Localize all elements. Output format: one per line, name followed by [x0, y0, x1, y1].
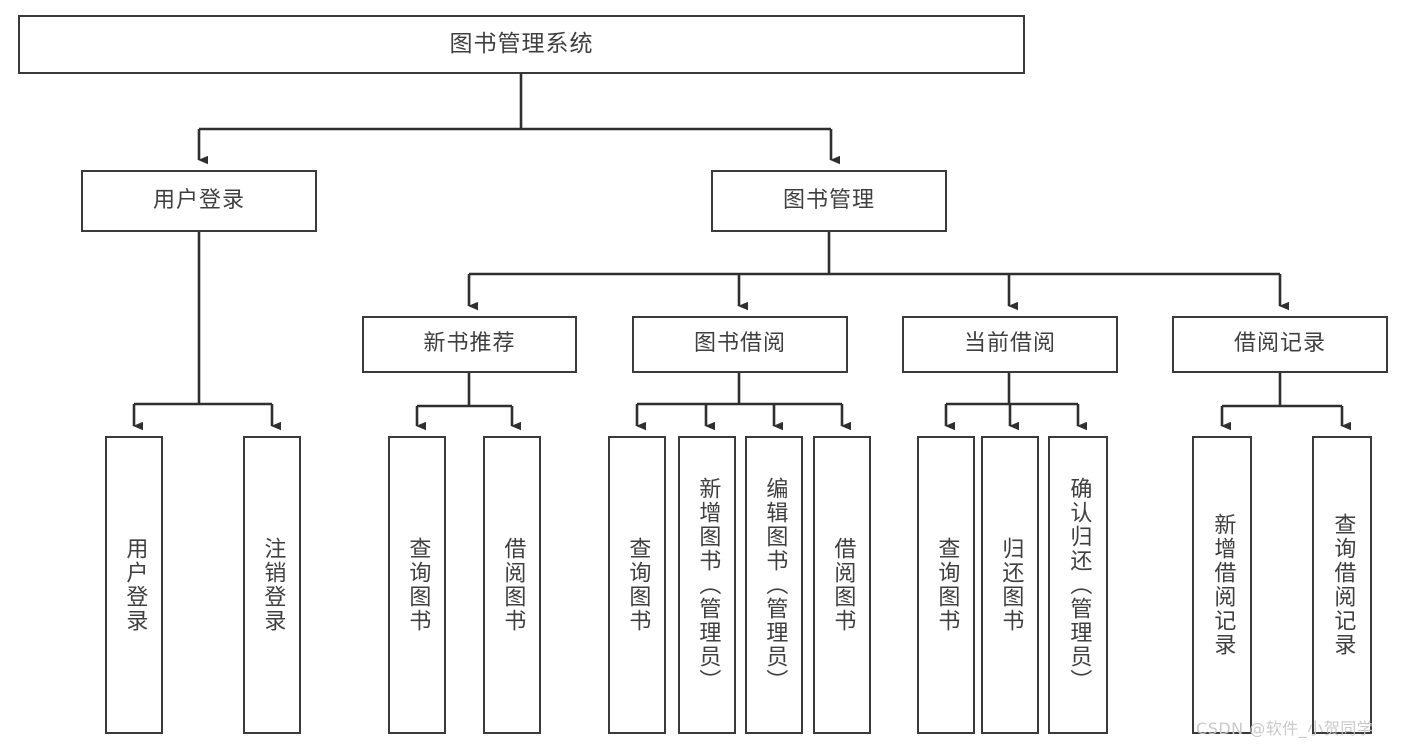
node-current-borrow-label: 当前借阅 [963, 331, 1056, 357]
leaf-confirm-return-admin-label: 确认归还（管理员） [1066, 477, 1092, 693]
node-current-borrow[interactable]: 当前借阅 [902, 316, 1118, 373]
leaf-borrow-query[interactable]: 查询图书 [608, 436, 666, 734]
leaf-borrow-book[interactable]: 借阅图书 [813, 436, 871, 734]
node-book-management[interactable]: 图书管理 [711, 170, 947, 232]
leaf-query-borrow-record-label: 查询借阅记录 [1330, 513, 1356, 657]
leaf-borrow-query-label: 查询图书 [625, 537, 651, 633]
node-new-book-recommend-label: 新书推荐 [423, 331, 516, 357]
leaf-new-book-borrow-label: 借阅图书 [500, 537, 526, 633]
leaf-return-book-label: 归还图书 [998, 537, 1024, 633]
leaf-edit-book-admin-label: 编辑图书（管理员） [762, 477, 788, 693]
node-root[interactable]: 图书管理系统 [18, 15, 1025, 74]
leaf-confirm-return-admin[interactable]: 确认归还（管理员） [1048, 436, 1108, 734]
leaf-new-book-query[interactable]: 查询图书 [388, 436, 446, 734]
leaf-logout-label: 注销登录 [260, 537, 286, 633]
node-new-book-recommend[interactable]: 新书推荐 [362, 316, 577, 373]
leaf-user-login[interactable]: 用户登录 [105, 436, 163, 734]
node-borrow-record[interactable]: 借阅记录 [1172, 316, 1388, 373]
leaf-new-book-borrow[interactable]: 借阅图书 [483, 436, 541, 734]
watermark: CSDN @软件_小贺同学 [1196, 719, 1374, 738]
leaf-return-book[interactable]: 归还图书 [981, 436, 1039, 734]
node-user-login-label: 用户登录 [152, 187, 245, 213]
leaf-current-query-label: 查询图书 [934, 537, 960, 633]
leaf-add-book-admin[interactable]: 新增图书（管理员） [678, 436, 736, 734]
leaf-edit-book-admin[interactable]: 编辑图书（管理员） [745, 436, 803, 734]
node-user-login[interactable]: 用户登录 [81, 170, 317, 232]
node-root-label: 图书管理系统 [449, 30, 594, 57]
node-book-borrow-label: 图书借阅 [693, 331, 786, 357]
leaf-new-book-query-label: 查询图书 [405, 537, 431, 633]
node-book-borrow[interactable]: 图书借阅 [632, 316, 848, 373]
leaf-add-book-admin-label: 新增图书（管理员） [695, 477, 721, 693]
node-borrow-record-label: 借阅记录 [1233, 331, 1326, 357]
leaf-add-borrow-record-label: 新增借阅记录 [1210, 513, 1236, 657]
leaf-query-borrow-record[interactable]: 查询借阅记录 [1312, 436, 1372, 734]
leaf-user-login-label: 用户登录 [122, 537, 148, 633]
leaf-current-query[interactable]: 查询图书 [917, 436, 975, 734]
leaf-borrow-book-label: 借阅图书 [830, 537, 856, 633]
leaf-logout[interactable]: 注销登录 [243, 436, 301, 734]
leaf-add-borrow-record[interactable]: 新增借阅记录 [1192, 436, 1252, 734]
node-book-management-label: 图书管理 [782, 187, 875, 213]
